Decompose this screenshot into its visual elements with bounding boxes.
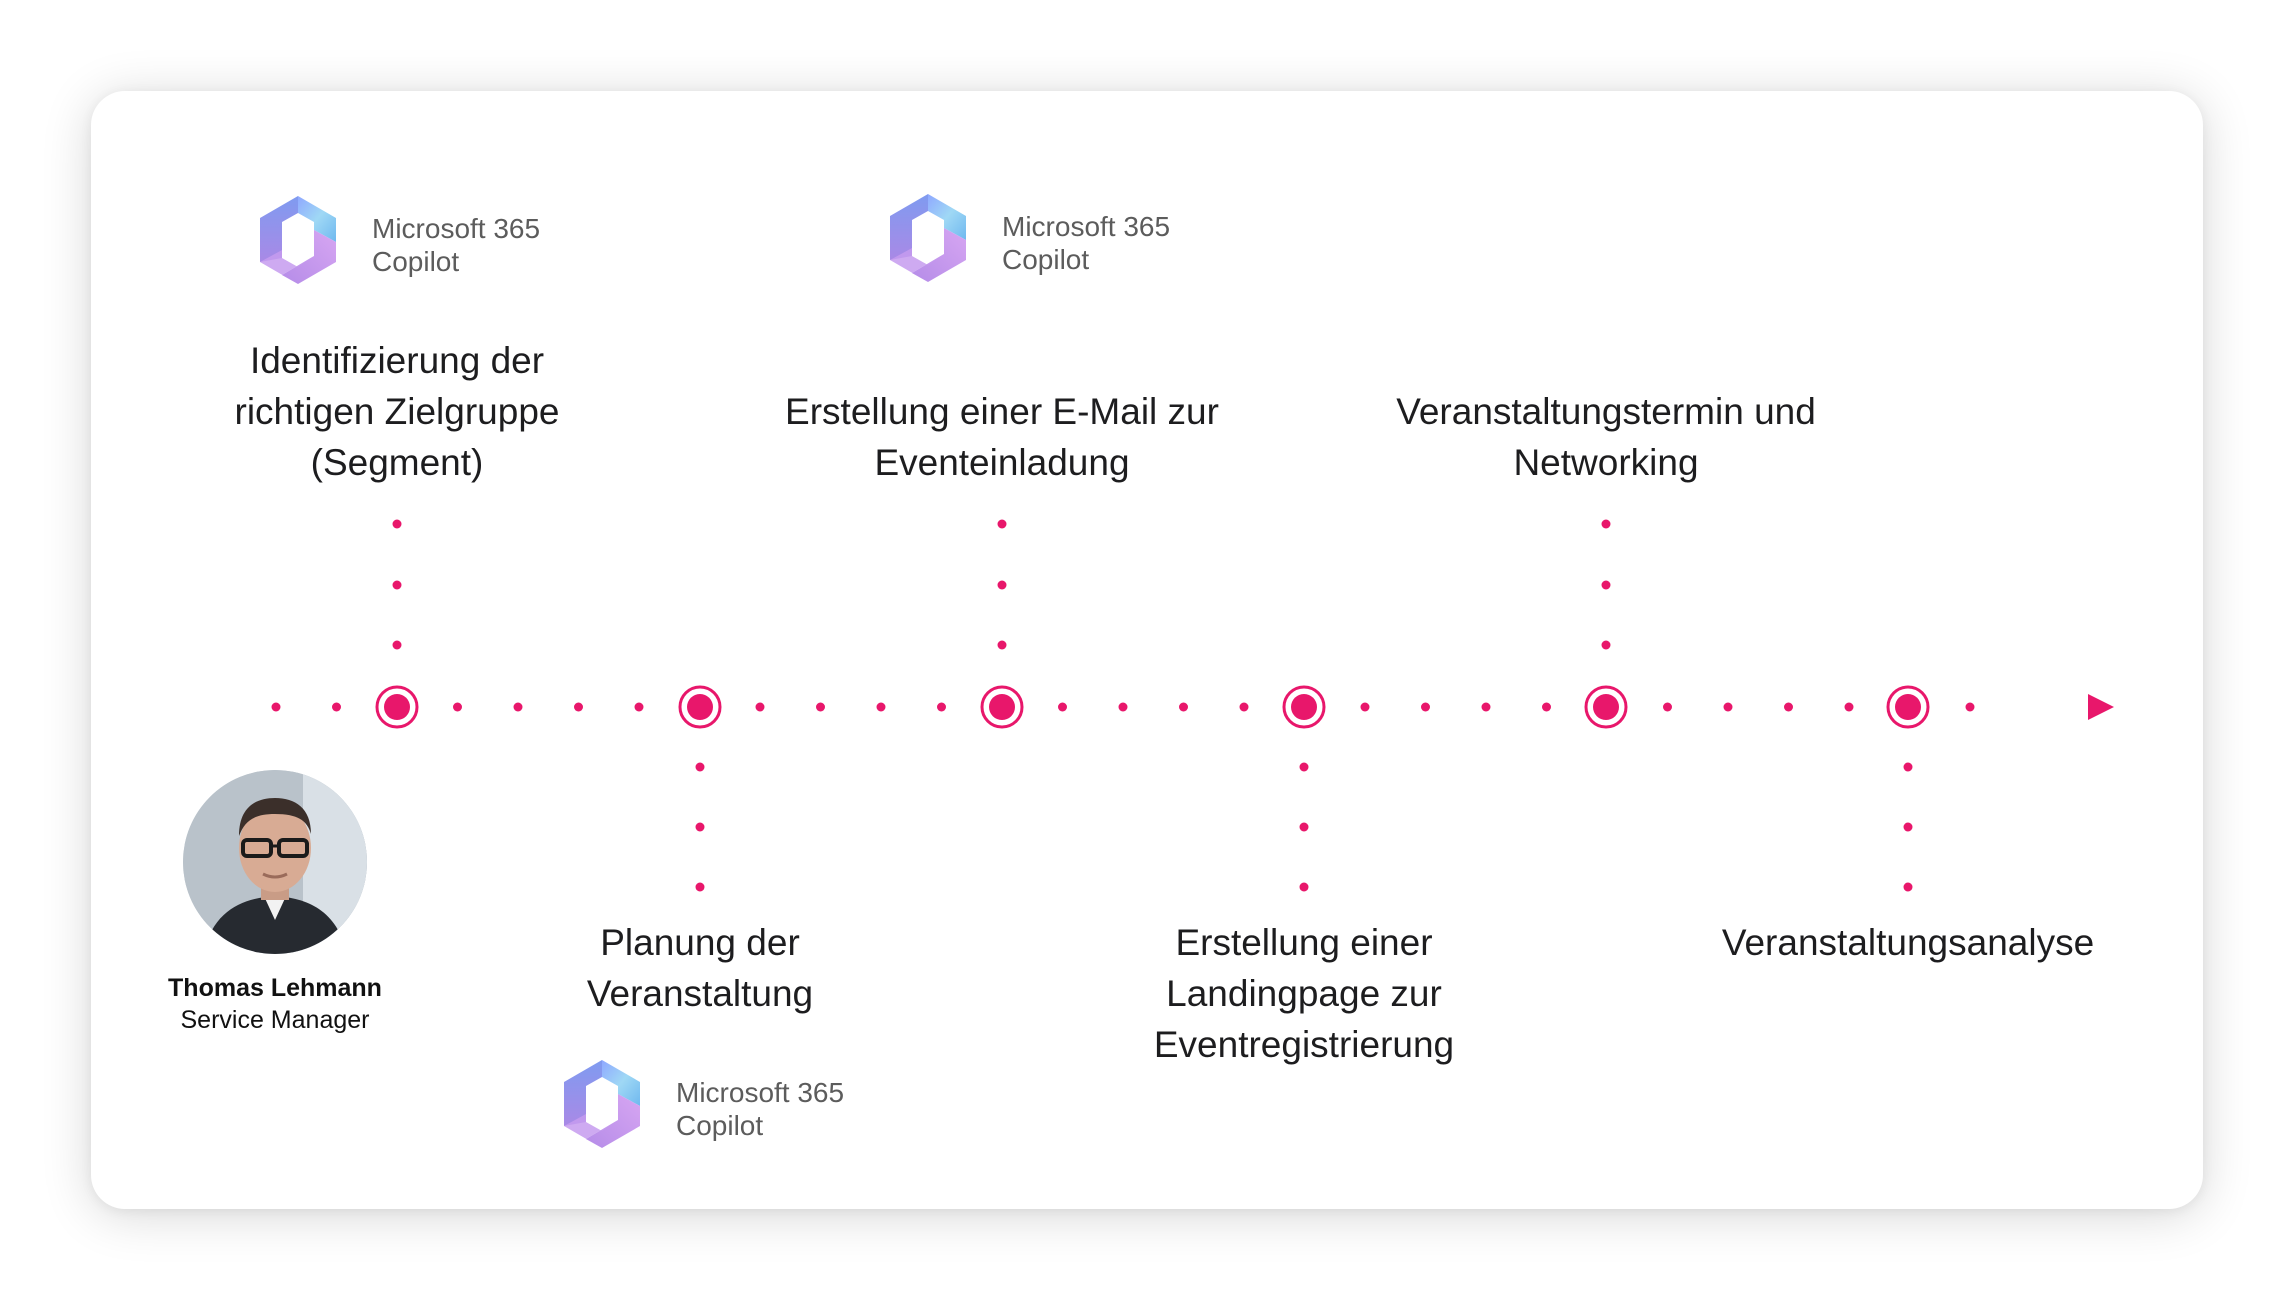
connector-dot: [997, 519, 1007, 529]
connector-dot: [997, 640, 1007, 650]
timeline-dot: [1542, 702, 1551, 712]
timeline-dot: [1058, 702, 1067, 712]
connector-dot: [1601, 640, 1611, 650]
timeline-dot: [755, 702, 765, 712]
connector-dot: [695, 882, 705, 892]
milestone-center: [989, 694, 1015, 720]
step-label-email: Erstellung einer E-Mail zur Eventeinladu…: [785, 391, 1219, 483]
connector-dot: [1601, 519, 1611, 529]
milestone-center: [1291, 694, 1317, 720]
connector-dot: [1903, 882, 1913, 892]
timeline-dot: [1239, 702, 1249, 712]
timeline-dot: [876, 702, 886, 712]
copilot-logo-icon: [260, 196, 336, 284]
connector-dot: [1299, 882, 1309, 892]
connector-dot: [1601, 580, 1611, 590]
timeline-dot: [271, 702, 281, 712]
timeline-dot: [1360, 702, 1370, 712]
timeline-dot: [453, 702, 462, 712]
timeline-dot: [816, 702, 825, 712]
milestone-center: [687, 694, 713, 720]
copilot-logo-icon: [564, 1060, 640, 1148]
timeline-dot: [1179, 702, 1188, 712]
step-label-networking: Veranstaltungstermin und Networking: [1396, 391, 1816, 483]
person-name: Thomas Lehmann: [168, 974, 382, 1002]
step-label-landingpage: Erstellung einer Landingpage zur Eventre…: [1153, 922, 1455, 1065]
timeline-dot: [634, 702, 644, 712]
arrow-right-icon: [2088, 694, 2114, 720]
timeline-dot: [1965, 702, 1975, 712]
timeline-dot: [1481, 702, 1491, 712]
step-label-analyse: Veranstaltungsanalyse: [1721, 922, 2095, 963]
connector-dot: [695, 762, 705, 772]
timeline-dot: [1723, 702, 1733, 712]
connector-dot: [1903, 822, 1913, 832]
milestone-center: [384, 694, 410, 720]
timeline-dot: [332, 702, 341, 712]
connector-dot: [1299, 762, 1309, 772]
timeline-dot: [1118, 702, 1128, 712]
connector-dot: [392, 580, 402, 590]
connector-dot: [695, 822, 705, 832]
milestone-center: [1593, 694, 1619, 720]
timeline-dot: [1784, 702, 1793, 712]
timeline-dot: [937, 702, 946, 712]
avatar-photo: [183, 770, 367, 954]
timeline-dot: [1421, 702, 1430, 712]
timeline-dot: [1844, 702, 1854, 712]
step-label-planung: Planung der Veranstaltung: [586, 922, 814, 1014]
diagram-card: [91, 91, 2203, 1209]
person-role: Service Manager: [180, 1006, 370, 1034]
connector-dot: [392, 519, 402, 529]
timeline-dot: [1663, 702, 1672, 712]
connector-dot: [997, 580, 1007, 590]
timeline-dot: [574, 702, 583, 712]
connector-dot: [392, 640, 402, 650]
connector-dot: [1299, 822, 1309, 832]
connector-dot: [1903, 762, 1913, 772]
copilot-logo-icon: [890, 194, 966, 282]
person-card: Thomas Lehmann Service Manager: [150, 770, 400, 1035]
timeline-dot: [513, 702, 523, 712]
step-label-zielgruppe: Identifizierung der richtigen Zielgruppe…: [234, 340, 560, 483]
milestone-center: [1895, 694, 1921, 720]
